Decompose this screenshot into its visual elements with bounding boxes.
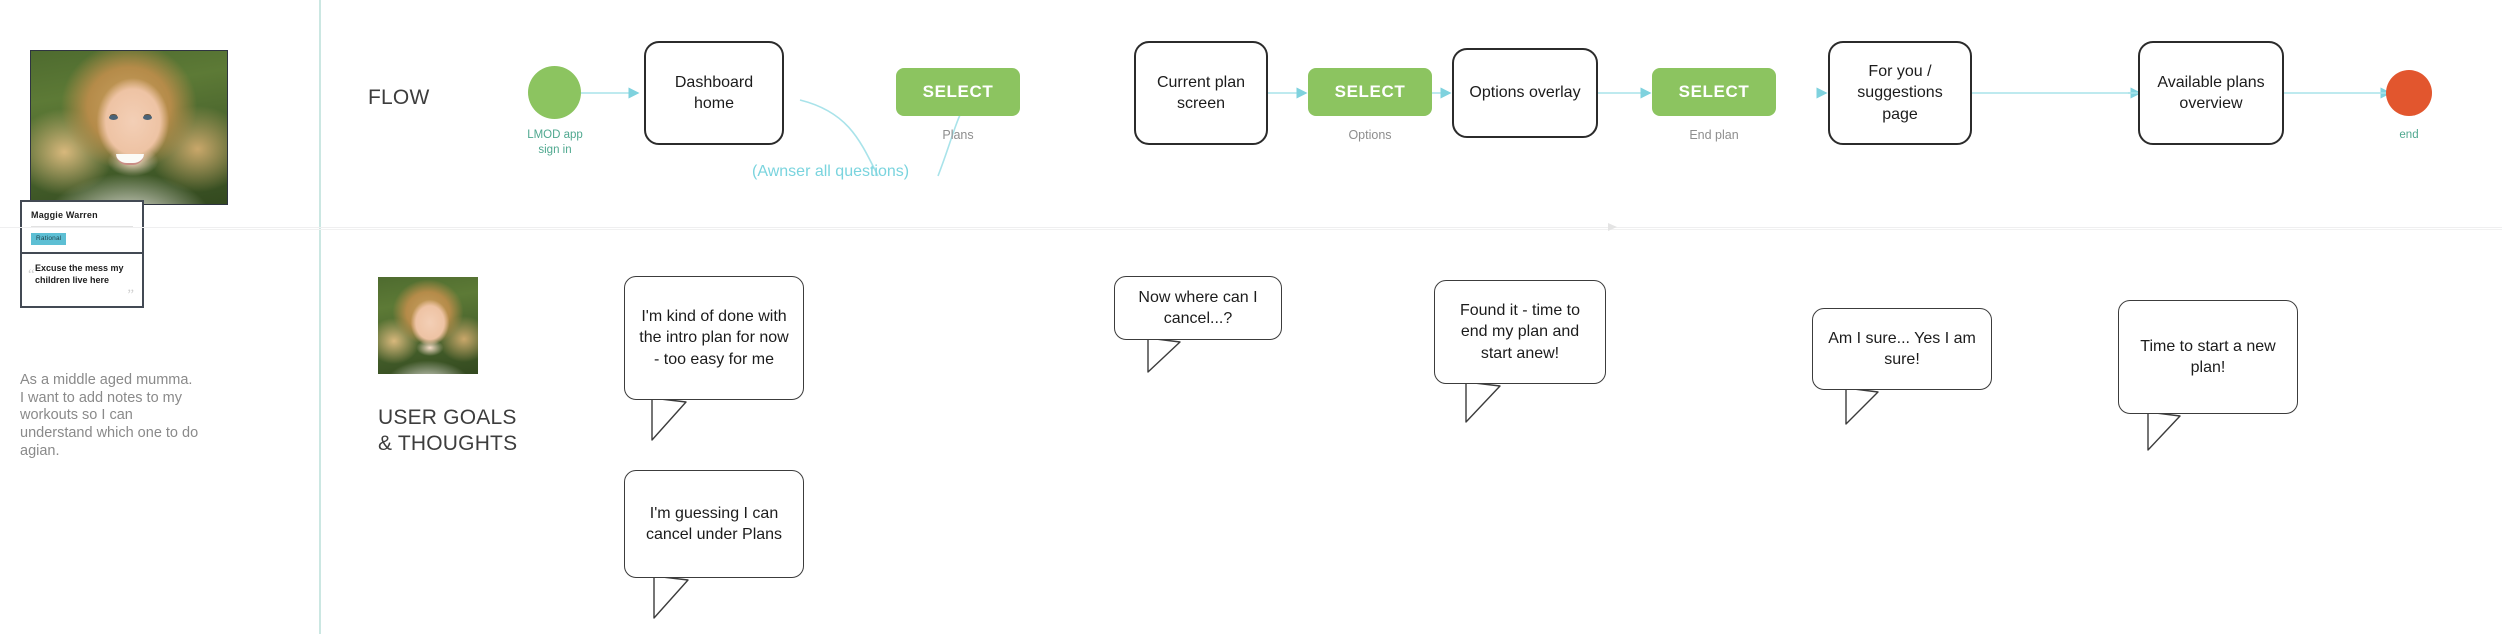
flow-action-caption-plans: Plans <box>942 128 974 142</box>
persona-story: As a middle aged mumma. I want to add no… <box>20 372 199 459</box>
thought-guessing-cancel-under-plans: I'm guessing I can cancel under Plans <box>624 470 804 578</box>
flow-end-dot <box>2386 70 2432 116</box>
goals-row-label: USER GOALS & THOUGHTS <box>378 406 518 455</box>
flow-end-caption: end <box>2399 129 2419 141</box>
persona-sidebar: Maggie Warren Rational “ Excuse the mess… <box>0 0 321 634</box>
row-divider-arrow-icon <box>1608 223 1617 231</box>
flow-node-for-you-suggestions-page[interactable]: For you / suggestions page <box>1828 41 1972 145</box>
row-divider-mid <box>200 229 2502 230</box>
quote-close-icon: ” <box>127 287 134 303</box>
flow-action-select-plans[interactable]: SELECT <box>896 68 1020 116</box>
flow-start-dot <box>528 66 581 119</box>
flow-action-caption-end-plan: End plan <box>1689 128 1739 142</box>
persona-quote-text: Excuse the mess my children live here <box>35 263 124 286</box>
thought-am-i-sure: Am I sure... Yes I am sure! <box>1812 308 1992 390</box>
flow-node-current-plan-screen[interactable]: Current plan screen <box>1134 41 1268 145</box>
thought-where-can-i-cancel: Now where can I cancel...? <box>1114 276 1282 340</box>
thought-done-with-intro-plan: I'm kind of done with the intro plan for… <box>624 276 804 400</box>
sidebar-divider <box>319 0 321 634</box>
persona-divider <box>31 226 133 227</box>
flow-row-label: FLOW <box>368 86 430 109</box>
flow-start-caption: LMOD app sign in <box>527 129 583 156</box>
flow-action-caption-options: Options <box>1348 128 1392 142</box>
persona-tag: Rational <box>31 233 67 245</box>
thought-found-it-end-my-plan: Found it - time to end my plan and start… <box>1434 280 1606 384</box>
quote-open-icon: “ <box>28 267 35 283</box>
row-divider-top <box>0 227 2502 228</box>
persona-quote-card: “ Excuse the mess my children live here … <box>20 252 144 308</box>
flow-action-select-options[interactable]: SELECT <box>1308 68 1432 116</box>
goals-avatar <box>378 277 478 374</box>
persona-photo <box>30 50 228 205</box>
persona-card: Maggie Warren Rational <box>20 200 144 256</box>
flow-node-available-plans-overview[interactable]: Available plans overview <box>2138 41 2284 145</box>
flow-action-select-end-plan[interactable]: SELECT <box>1652 68 1776 116</box>
persona-name: Maggie Warren <box>31 210 98 220</box>
flow-branch-note: (Awnser all questions) <box>752 163 910 180</box>
flow-node-dashboard-home[interactable]: Dashboard home <box>644 41 784 145</box>
flow-node-options-overlay[interactable]: Options overlay <box>1452 48 1598 138</box>
thought-time-to-start-new-plan: Time to start a new plan! <box>2118 300 2298 414</box>
